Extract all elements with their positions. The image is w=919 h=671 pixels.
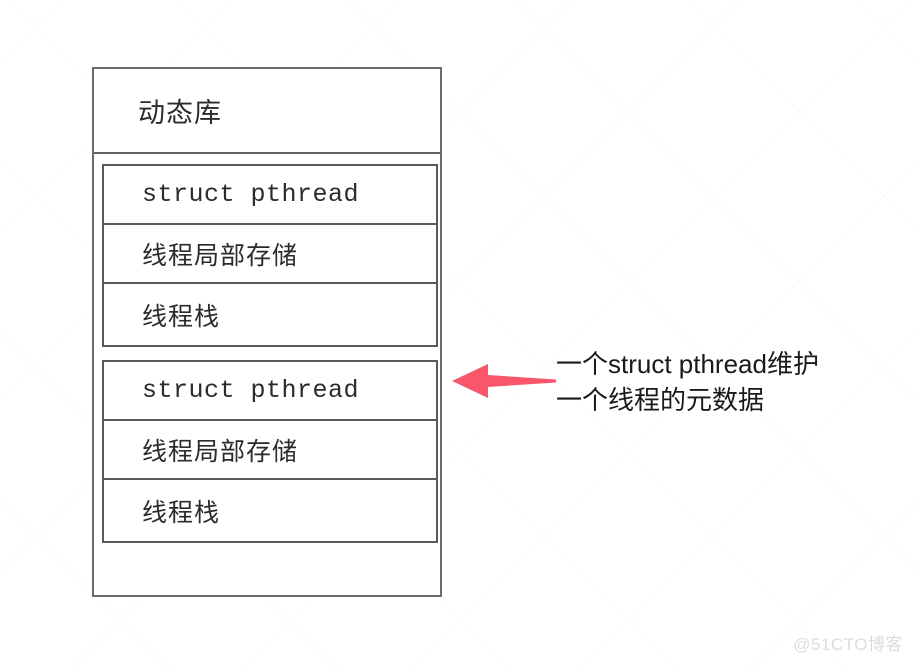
dynamic-library-box: 动态库 struct pthread 线程局部存储 线程栈 struct pth… [92,67,442,597]
pthread-row-label: struct pthread [142,180,360,209]
arrow-left-icon [452,364,556,398]
pthread-row-label: 线程局部存储 [142,241,299,270]
annotation-caption: 一个struct pthread维护 一个线程的元数据 [556,346,886,418]
pthread-row-stack: 线程栈 [104,480,436,541]
pthread-block: struct pthread 线程局部存储 线程栈 [102,164,438,347]
pthread-block: struct pthread 线程局部存储 线程栈 [102,360,438,543]
pthread-row-label: 线程栈 [142,498,221,527]
annotation-line-2: 一个线程的元数据 [556,385,765,415]
pthread-row-struct: struct pthread [104,166,436,225]
pthread-row-label: struct pthread [142,376,360,405]
annotation-line-1: 一个struct pthread维护 [556,349,819,379]
pthread-row-tls: 线程局部存储 [104,421,436,480]
pthread-row-struct: struct pthread [104,362,436,421]
pthread-row-stack: 线程栈 [104,284,436,345]
pthread-row-tls: 线程局部存储 [104,225,436,284]
pthread-row-label: 线程局部存储 [142,437,299,466]
pthread-row-label: 线程栈 [142,302,221,331]
dynamic-library-title-row: 动态库 [94,69,440,154]
watermark: @51CTO博客 [793,635,903,654]
dynamic-library-title: 动态库 [138,98,222,128]
